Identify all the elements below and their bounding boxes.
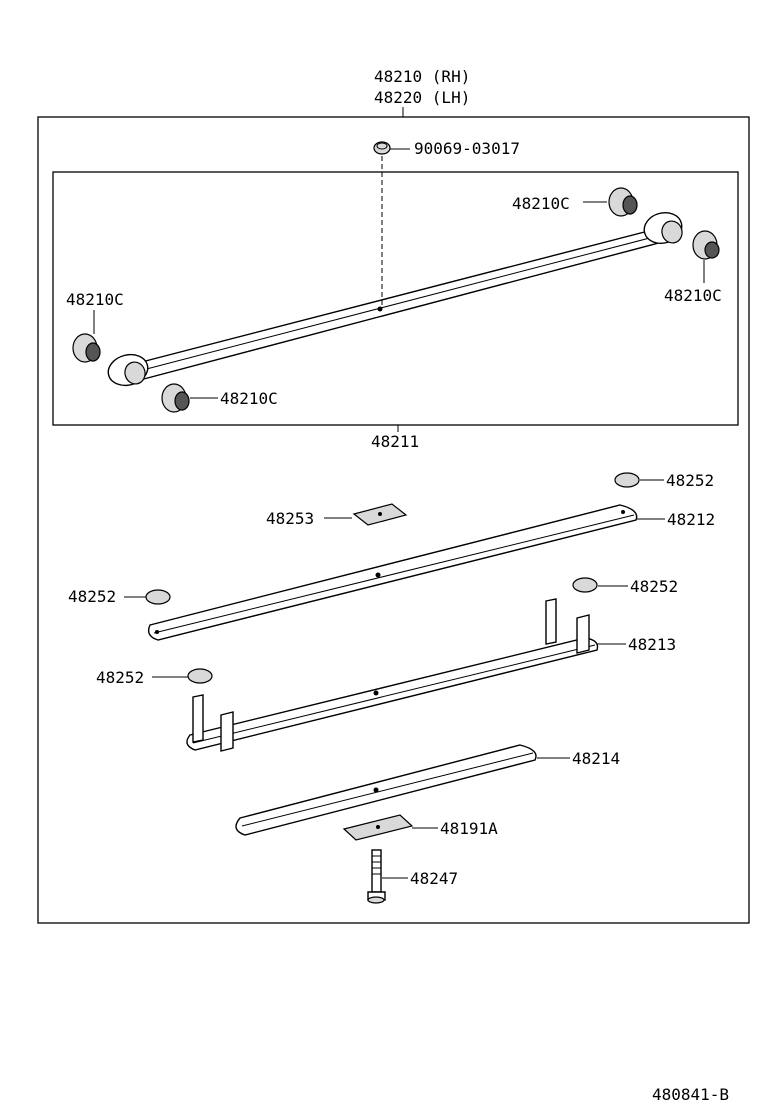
top-bolt-icon xyxy=(373,141,391,155)
sub-assembly-label: 48211 xyxy=(371,432,419,451)
label-bushing-right: 48210C xyxy=(664,286,722,305)
label-bushing-top-right: 48210C xyxy=(512,194,570,213)
cap-1-icon xyxy=(614,472,640,488)
label-cap-3: 48252 xyxy=(630,577,678,596)
label-pad: 48253 xyxy=(266,509,314,528)
cap-2-icon xyxy=(145,589,171,605)
label-cap-4: 48252 xyxy=(96,668,144,687)
center-bolt-icon xyxy=(367,849,386,904)
label-cap-1: 48252 xyxy=(666,471,714,490)
pad-icon xyxy=(352,503,408,526)
cap-4-icon xyxy=(187,668,213,684)
label-leaf-2: 48212 xyxy=(667,510,715,529)
right-spring-eye xyxy=(643,211,683,245)
leaf-3 xyxy=(186,598,599,752)
label-bolt-top: 90069-03017 xyxy=(414,139,520,158)
label-spacer: 48191A xyxy=(440,819,498,838)
assembly-label-rh: 48210 (RH) xyxy=(374,67,470,86)
leaf-4 xyxy=(235,744,537,836)
inner-frame xyxy=(52,171,739,426)
main-leaf xyxy=(128,227,672,381)
assembly-label-lh: 48220 (LH) xyxy=(374,88,470,107)
label-cap-2: 48252 xyxy=(68,587,116,606)
label-leaf-4: 48214 xyxy=(572,749,620,768)
cap-3-icon xyxy=(572,577,598,593)
bushing-top-right-icon xyxy=(608,187,638,217)
bushing-right-icon xyxy=(692,230,720,260)
bushing-left-icon xyxy=(72,333,101,363)
label-leaf-3: 48213 xyxy=(628,635,676,654)
outer-frame xyxy=(37,116,750,924)
diagram-id: 480841-B xyxy=(652,1085,729,1104)
bushing-bottom-left-icon xyxy=(161,383,190,413)
left-spring-eye xyxy=(107,353,149,387)
label-bushing-bottom-left: 48210C xyxy=(220,389,278,408)
spacer-icon xyxy=(342,814,414,841)
label-center-bolt: 48247 xyxy=(410,869,458,888)
leaf-2 xyxy=(147,504,638,641)
label-bushing-left: 48210C xyxy=(66,290,124,309)
